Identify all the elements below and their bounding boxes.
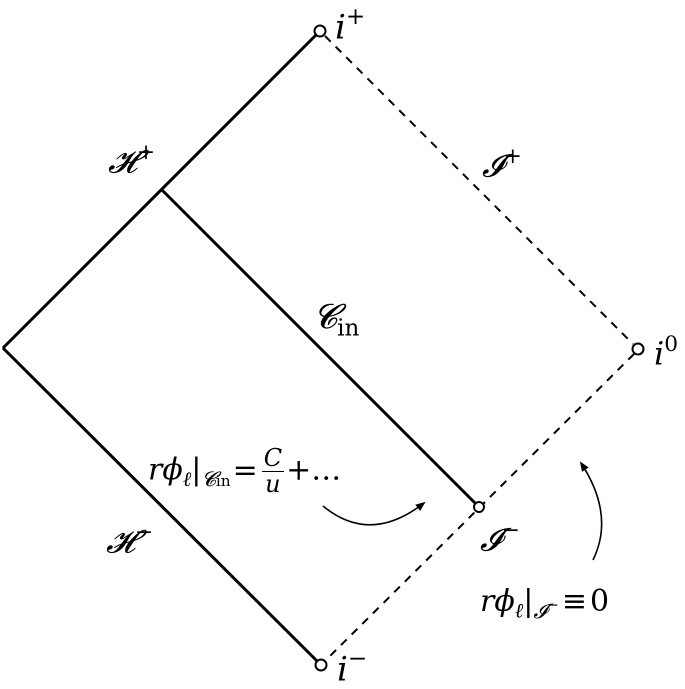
cin-arrow-icon <box>322 501 426 526</box>
scri-restrict-sup: − <box>547 596 559 613</box>
cin-equals: = <box>232 452 258 488</box>
label-H-plus: 𝓗+ <box>108 140 156 181</box>
C-in-sub: in <box>337 315 360 342</box>
future-null-infinity-line <box>324 35 634 345</box>
I-plus-sup: + <box>503 144 522 169</box>
scri-restrict-base: 𝓘 <box>533 598 548 623</box>
future-event-horizon-line <box>1 33 318 350</box>
i-minus-sup: − <box>347 646 368 672</box>
H-plus-base: 𝓗 <box>108 142 137 181</box>
i-plus-sup: + <box>345 4 366 30</box>
past-timelike-infinity-point <box>314 658 328 672</box>
label-I-minus: 𝓘− <box>480 518 520 559</box>
future-timelike-infinity-point <box>313 24 327 38</box>
label-I-plus: 𝓘+ <box>482 144 522 185</box>
ingoing-cone-line <box>160 188 477 505</box>
i-plus-base: i <box>335 7 346 48</box>
scri-lhs-sub: ℓ <box>514 598 524 623</box>
i-minus-base: i <box>337 649 348 689</box>
scri-equiv: ≡ <box>561 584 587 619</box>
cone-scri-intersection-point <box>473 501 485 513</box>
H-minus-base: 𝓗 <box>106 522 135 561</box>
label-i-minus: i− <box>337 646 368 689</box>
i-zero-base: i <box>654 334 665 373</box>
cin-lhs: rϕ <box>148 452 183 488</box>
label-C-in: 𝓒in <box>313 300 359 341</box>
past-event-horizon-line <box>1 346 319 663</box>
H-minus-sup: − <box>134 520 154 545</box>
label-H-minus: 𝓗− <box>106 520 154 561</box>
cin-frac-den: u <box>265 470 281 499</box>
C-in-base: 𝓒 <box>313 297 338 337</box>
label-i-plus: i+ <box>335 4 366 48</box>
I-minus-sup: − <box>501 518 520 543</box>
scri-bar: | <box>523 584 534 619</box>
scri-boundary-data-formula: rϕℓ|𝓘−≡0 <box>480 587 609 621</box>
scri-value: 0 <box>589 584 610 619</box>
cin-restrict-base: 𝓒 <box>201 467 216 492</box>
cin-frac-num: C <box>261 444 285 473</box>
cin-restrict-sub: in <box>215 472 231 491</box>
i-zero-sup: 0 <box>664 332 679 357</box>
H-plus-sup: + <box>136 140 156 165</box>
scri-lhs: rϕ <box>480 584 515 619</box>
scri-arrow-icon <box>579 461 603 561</box>
I-plus-base: 𝓘 <box>482 146 504 185</box>
cin-lhs-sub: ℓ <box>182 467 192 492</box>
spatial-infinity-point <box>631 342 645 356</box>
I-minus-base: 𝓘 <box>480 520 502 559</box>
label-i-zero: i0 <box>654 332 679 373</box>
cin-tail: +… <box>286 452 342 488</box>
cin-bar: | <box>191 452 202 488</box>
